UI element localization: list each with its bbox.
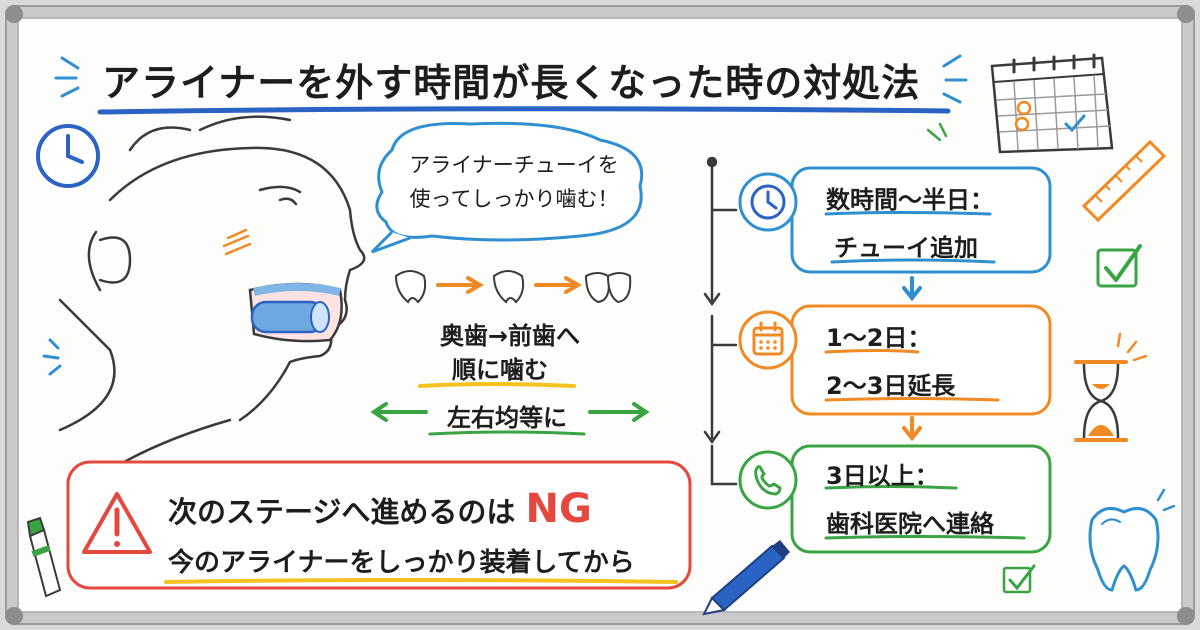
phone-icon <box>738 450 798 510</box>
page-title: アライナーを外す時間が長くなった時の対処法 <box>102 61 921 105</box>
tooth-back-icon <box>394 270 427 304</box>
warning-line-1-prefix: 次のステージへ進めるのは <box>168 495 516 529</box>
sparkle-right <box>942 54 968 104</box>
sparkle-tooth <box>1156 488 1176 512</box>
checkbox-icon <box>1096 244 1142 288</box>
pen-illustration <box>702 540 790 616</box>
person-profile-illustration <box>58 115 366 472</box>
timeline <box>703 156 738 486</box>
hourglass-icon <box>1074 360 1128 442</box>
step-3-duration: 3日以上： <box>826 462 939 490</box>
bubble-line-1: アライナーチューイを <box>409 153 619 177</box>
step-2-action: 2～3日延長 <box>826 372 956 400</box>
checkbox-icon-bottom <box>1002 564 1036 594</box>
step-3-action: 歯科医院へ連絡 <box>826 510 994 538</box>
step-box-3 <box>790 444 1052 554</box>
clock-icon <box>738 172 798 232</box>
balance-text: 左右均等に <box>447 404 567 432</box>
motion-lines <box>42 338 62 376</box>
marker-illustration <box>26 516 62 598</box>
speech-bubble-text: アライナーチューイを 使ってしっかり噛む！ <box>404 148 624 216</box>
tooth-illustration <box>1088 506 1160 592</box>
speech-bubble <box>375 121 643 242</box>
step-1-action: チューイ追加 <box>834 234 978 262</box>
calendar-illustration <box>990 53 1114 154</box>
chewing-order-line-2: 順に噛む <box>452 356 548 384</box>
sparkle-left <box>54 56 80 98</box>
ruler-illustration <box>1081 139 1167 223</box>
chewing-order-line-1: 奥歯→前歯へ <box>439 322 581 350</box>
bubble-line-2: 使ってしっかり噛む！ <box>409 187 619 211</box>
balance-arrow <box>370 402 650 422</box>
calendar-icon <box>738 310 798 370</box>
warning-icon <box>82 492 152 554</box>
warning-line-2: 今のアライナーをしっかり装着してから <box>168 548 635 578</box>
step-1-duration: 数時間～半日： <box>826 186 994 214</box>
tooth-front-icon <box>584 272 632 304</box>
step-2-duration: 1～2日： <box>826 324 932 352</box>
cheek-blush <box>222 228 252 256</box>
sparkle-calendar <box>926 122 948 142</box>
chewie-in-mouth <box>248 282 343 343</box>
clock-icon-decor <box>36 124 100 188</box>
step-box-1 <box>790 166 1052 274</box>
warning-line-1: 次のステージへ進めるのは NG <box>168 486 592 532</box>
sparkle-hourglass <box>1116 332 1148 362</box>
warning-box <box>66 460 692 590</box>
step-box-2 <box>790 304 1052 416</box>
tooth-middle-icon <box>492 270 525 304</box>
warning-ng-label: NG <box>525 486 592 532</box>
